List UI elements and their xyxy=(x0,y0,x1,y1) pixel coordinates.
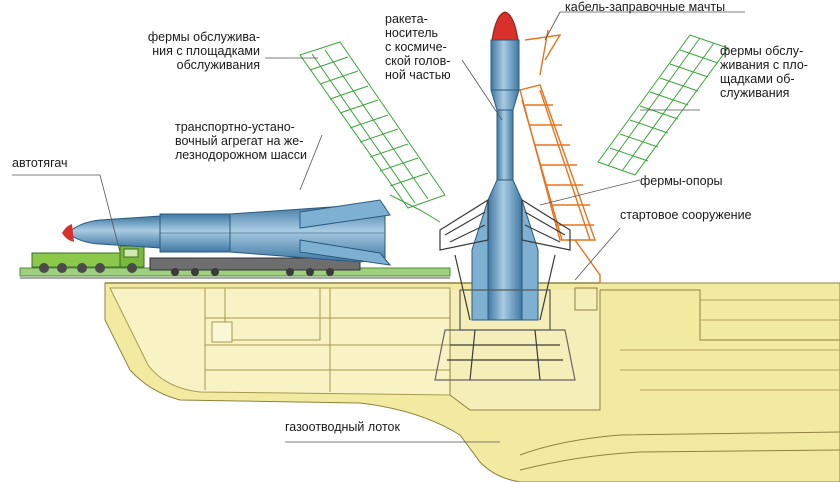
support-trusses xyxy=(434,198,576,381)
service-trusses-left xyxy=(299,41,446,223)
service-trusses-right xyxy=(597,34,729,176)
label-service-trusses-right: фермы обслу- живания с пло- щадками об- … xyxy=(720,44,808,100)
tractor-vehicle xyxy=(31,245,145,273)
label-transporter-erector: транспортно-устано- вочный агрегат на же… xyxy=(175,120,308,162)
label-launch-structure: стартовое сооружение xyxy=(620,208,752,222)
vertical-rocket xyxy=(471,11,539,321)
label-rocket: ракета- носитель с космиче- ской голов- … xyxy=(385,12,451,82)
label-support-trusses: фермы-опоры xyxy=(640,174,723,188)
label-service-trusses-left: фермы обслужива- ния с площадками обслуж… xyxy=(147,30,260,72)
label-cable-masts: кабель-заправочные мачты xyxy=(565,0,726,14)
rocket-on-transporter xyxy=(62,199,392,276)
leader-lines xyxy=(12,11,745,443)
label-flame-trench: газоотводный лоток xyxy=(285,420,400,434)
cable-fuelling-masts xyxy=(519,29,601,283)
label-tractor: автотягач xyxy=(12,156,68,170)
